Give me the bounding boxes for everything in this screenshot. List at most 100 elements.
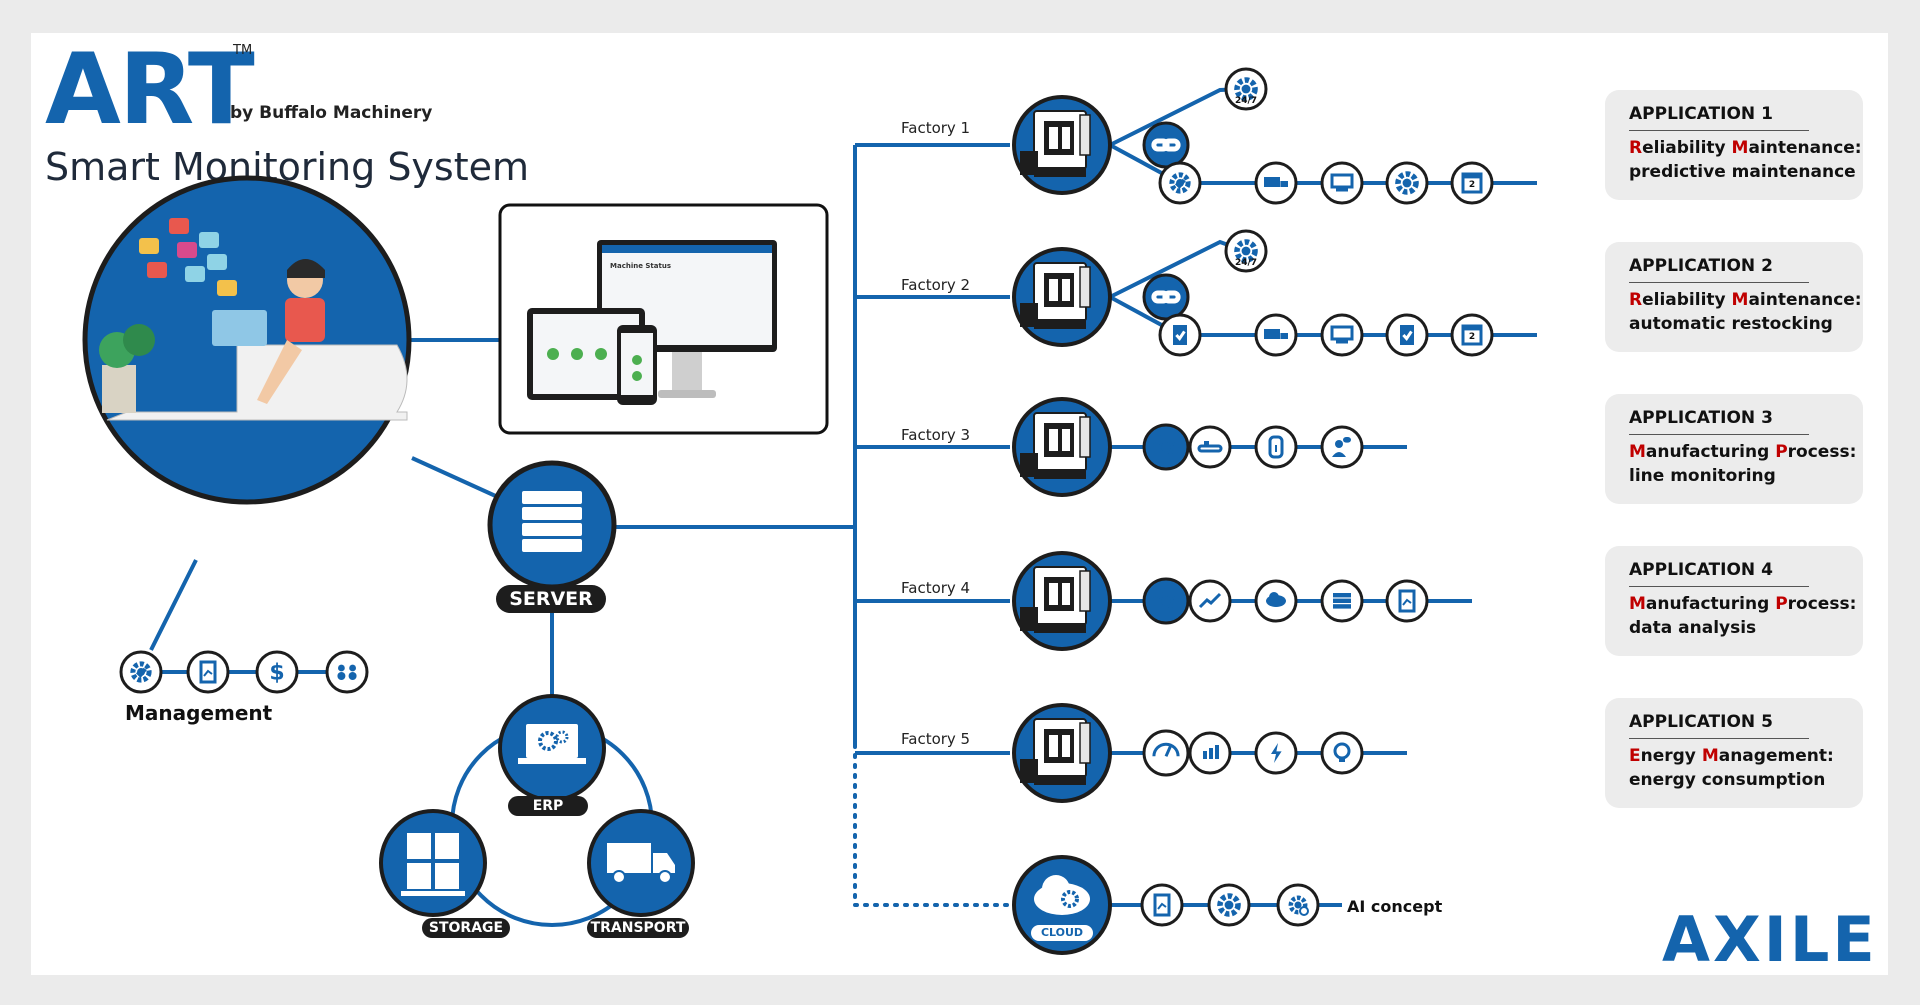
cloud-report-icon	[1140, 883, 1184, 927]
transport-label: TRANSPORT	[587, 918, 689, 938]
factory-4-machine	[1012, 551, 1112, 651]
brand-byline: by Buffalo Machinery	[230, 103, 433, 123]
application-category: Reliability Maintenance:	[1629, 290, 1862, 310]
management-checklist-icon	[119, 650, 163, 694]
svg-text:24/7: 24/7	[1235, 96, 1257, 106]
erp-label: ERP	[508, 796, 588, 816]
dashboard-tile	[177, 242, 197, 258]
tablet-chart	[571, 348, 583, 360]
factory-1-machine	[1012, 95, 1112, 195]
factory-5-energy-cost-icon	[1254, 731, 1298, 775]
factory-2-clipboard-check-icon	[1158, 313, 1202, 357]
person-legs	[257, 340, 302, 404]
divider	[1629, 130, 1809, 131]
factory-3-machine	[1012, 397, 1112, 497]
axile-logo: AXILE	[1662, 903, 1878, 976]
factory-1-link-icon	[1142, 121, 1190, 169]
screen-header	[602, 245, 772, 253]
application-category: Manufacturing Process:	[1629, 594, 1857, 614]
management-label: Management	[125, 701, 273, 725]
person-shirt	[285, 298, 325, 342]
factory-2-label: Factory 2	[901, 276, 971, 294]
divider	[1629, 738, 1809, 739]
monitor-base	[658, 390, 716, 398]
factory-3-conveyor-icon	[1188, 425, 1232, 469]
person-hair	[287, 259, 325, 278]
dashboard-tile	[185, 266, 205, 282]
application-card-1: APPLICATION 1 Reliability Maintenance: p…	[1605, 90, 1863, 200]
factory-2-machine	[1012, 247, 1112, 347]
cloud-label: CLOUD	[1031, 925, 1093, 941]
storage-node	[379, 809, 487, 917]
laptop	[212, 310, 267, 346]
dashboard-tile	[147, 262, 167, 278]
screen-title: Machine Status	[610, 262, 671, 270]
plant-pot	[102, 365, 136, 413]
application-card-2: APPLICATION 2 Reliability Maintenance: a…	[1605, 242, 1863, 352]
divider	[1629, 586, 1809, 587]
factory-4-gears-brain-icon	[1142, 577, 1190, 625]
factory-2-truck-icon	[1254, 313, 1298, 357]
application-title: APPLICATION 5	[1629, 712, 1773, 732]
application-description: predictive maintenance	[1629, 162, 1856, 182]
svg-text:$: $	[269, 661, 284, 686]
factory-5-label: Factory 5	[901, 730, 971, 748]
factory-2-clipboard-alert-icon	[1385, 313, 1429, 357]
device-mockup-frame: Machine Status	[498, 203, 829, 435]
tablet-chart	[595, 348, 607, 360]
factory-3-gears-brain-icon	[1142, 423, 1190, 471]
factory-1-gear-check-icon	[1158, 161, 1202, 205]
application-card-4: APPLICATION 4 Manufacturing Process: dat…	[1605, 546, 1863, 656]
application-category: Manufacturing Process:	[1629, 442, 1857, 462]
transport-node	[587, 809, 695, 917]
factory-5-bulb-icon	[1320, 731, 1364, 775]
factory-4-cloud-gear-icon	[1254, 579, 1298, 623]
cloud-gear-wrench-icon	[1207, 883, 1251, 927]
phone-chart	[632, 371, 642, 381]
dashboard-tile	[169, 218, 189, 234]
divider	[1629, 434, 1809, 435]
factory-5-machine	[1012, 703, 1112, 803]
dashboard-tile	[199, 232, 219, 248]
server-node	[487, 460, 617, 590]
application-category: Reliability Maintenance:	[1629, 138, 1862, 158]
connector-line	[149, 559, 198, 651]
dashboard-tile	[207, 254, 227, 270]
phone-chart	[632, 355, 642, 365]
server-rack	[522, 539, 582, 552]
ai-concept-label: AI concept	[1347, 897, 1443, 916]
application-card-5: APPLICATION 5 Energy Management: energy …	[1605, 698, 1863, 808]
factory-4-label: Factory 4	[901, 579, 971, 597]
factory-2-link-icon	[1142, 273, 1190, 321]
server-rack	[522, 491, 582, 504]
application-title: APPLICATION 4	[1629, 560, 1773, 580]
server-label: SERVER	[496, 585, 606, 613]
application-description: energy consumption	[1629, 770, 1826, 790]
connector-line	[411, 456, 501, 500]
application-category: Energy Management:	[1629, 746, 1834, 766]
svg-text:24/7: 24/7	[1235, 258, 1257, 268]
application-title: APPLICATION 1	[1629, 104, 1773, 124]
desk	[106, 344, 408, 421]
factory-4-line-chart-icon	[1188, 579, 1232, 623]
application-card-3: APPLICATION 3 Manufacturing Process: lin…	[1605, 394, 1863, 504]
factory-1-gear-24-7-icon: 24/7	[1224, 67, 1268, 111]
factory-2-calendar-2-weeks-icon: 2	[1450, 313, 1494, 357]
factory-5-gauge-icon	[1142, 729, 1190, 777]
brand-logo: ART	[45, 33, 255, 147]
application-description: line monitoring	[1629, 466, 1776, 486]
application-description: automatic restocking	[1629, 314, 1833, 334]
storage-label: STORAGE	[422, 918, 510, 938]
server-rack	[522, 507, 582, 520]
trademark-mark: TM	[233, 43, 253, 58]
server-rack	[522, 523, 582, 536]
plant	[123, 324, 155, 356]
factory-3-user-chat-icon	[1320, 425, 1364, 469]
factory-5-bar-chart-icon	[1188, 731, 1232, 775]
factory-2-gear-24-7-icon: 24/7	[1224, 229, 1268, 273]
diagram-canvas: ART TM by Buffalo Machinery Smart Monito…	[31, 33, 1888, 976]
factory-1-gear-alert-icon	[1385, 161, 1429, 205]
factory-2-monitor-icon	[1320, 313, 1364, 357]
